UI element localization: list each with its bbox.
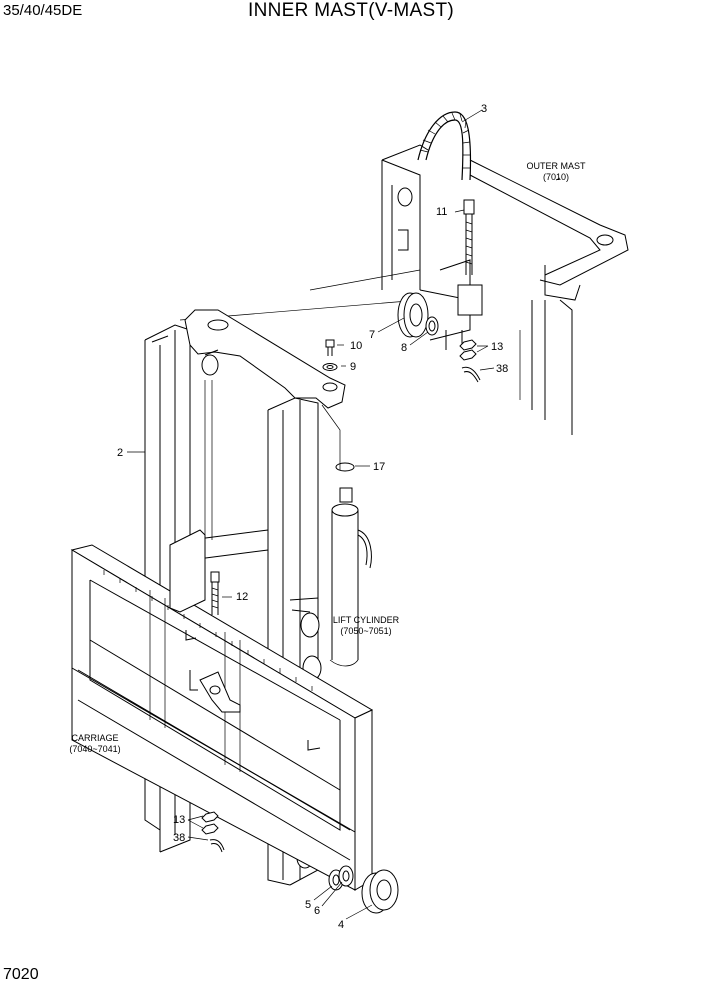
page-title: INNER MAST(V-MAST) bbox=[248, 0, 454, 21]
callouts: 3 11 7 8 10 9 13 38 2 17 12 13 38 5 6 4 bbox=[117, 103, 508, 931]
callout-17: 17 bbox=[373, 461, 385, 473]
lift-cylinder-ref: (7050~7051) bbox=[340, 626, 391, 636]
carriage-ref: (7040~7041) bbox=[69, 744, 120, 754]
callout-9: 9 bbox=[350, 361, 356, 373]
outer-mast-ref: (7010) bbox=[543, 172, 569, 182]
callout-38-upper: 38 bbox=[496, 363, 508, 375]
nut-and-pin-upper bbox=[459, 339, 481, 383]
callout-3: 3 bbox=[481, 103, 487, 115]
callout-12: 12 bbox=[236, 591, 248, 603]
outer-mast-label: OUTER MAST bbox=[526, 161, 586, 171]
callout-38-lower: 38 bbox=[173, 832, 185, 844]
callout-8: 8 bbox=[401, 342, 407, 354]
carriage bbox=[70, 544, 374, 891]
leader-lines bbox=[127, 109, 561, 920]
shims-and-bearing bbox=[328, 865, 399, 914]
callout-11: 11 bbox=[436, 206, 447, 218]
callout-13-lower: 13 bbox=[173, 814, 185, 826]
reference-labels: OUTER MAST (7010) LIFT CYLINDER (7050~70… bbox=[69, 161, 586, 754]
model-code: 35/40/45DE bbox=[3, 2, 83, 19]
callout-6: 6 bbox=[314, 905, 320, 917]
carriage-label: CARRIAGE bbox=[71, 733, 118, 743]
chain-anchor-bolt bbox=[463, 199, 475, 275]
callout-4: 4 bbox=[338, 919, 344, 931]
bolt-and-washer bbox=[322, 339, 338, 371]
carriage-chain-anchor bbox=[210, 571, 220, 615]
callout-2: 2 bbox=[117, 447, 123, 459]
nut-and-pin-lower bbox=[201, 811, 225, 853]
lift-cylinder-label: LIFT CYLINDER bbox=[333, 615, 400, 625]
callout-5: 5 bbox=[305, 899, 311, 911]
callout-10: 10 bbox=[350, 340, 362, 352]
lift-cylinder bbox=[321, 404, 372, 667]
callout-13-upper: 13 bbox=[491, 341, 503, 353]
carriage-slab bbox=[169, 529, 206, 613]
callout-7: 7 bbox=[369, 329, 375, 341]
outer-mast bbox=[179, 144, 629, 435]
lift-chain bbox=[417, 111, 472, 181]
page-number: 7020 bbox=[3, 966, 39, 983]
chain-sheave bbox=[397, 292, 439, 338]
